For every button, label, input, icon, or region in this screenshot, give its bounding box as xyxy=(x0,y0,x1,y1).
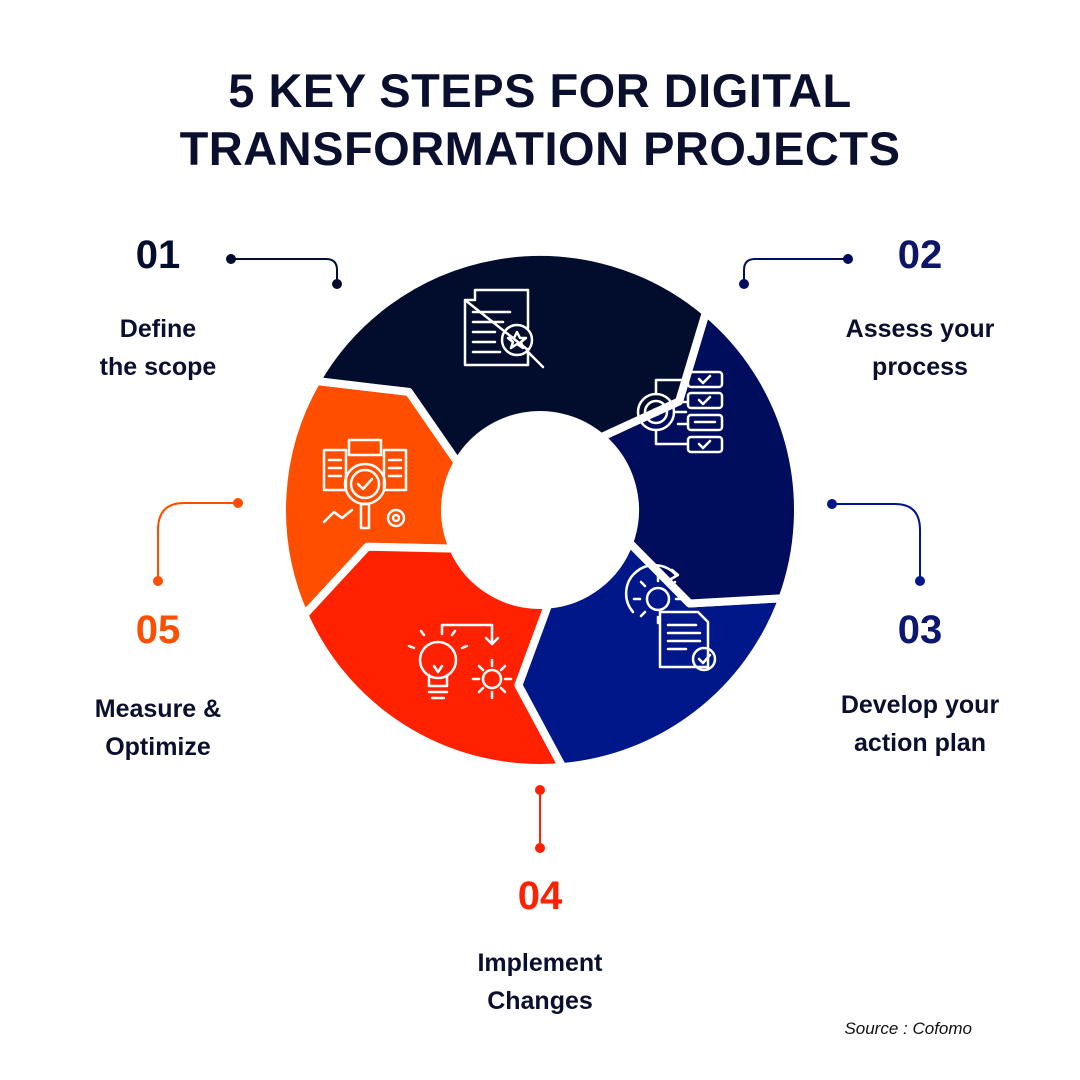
step-01-label: Define the scope xyxy=(38,310,278,386)
label-line: Develop your xyxy=(840,691,1000,719)
document-search-star-icon xyxy=(463,288,545,369)
source-note: Source : Cofomo xyxy=(844,1019,972,1038)
step-05-number: 05 xyxy=(135,608,181,652)
segment-step-02 xyxy=(597,308,802,608)
step-02-label: Assess your process xyxy=(800,310,1040,386)
label-line: the scope xyxy=(99,353,217,381)
step-03-number: 03 xyxy=(897,608,943,652)
label-line: Measure & xyxy=(94,695,222,723)
connector-04 xyxy=(535,785,545,853)
connector-05 xyxy=(153,498,243,586)
connector-01 xyxy=(226,254,342,289)
label-line: Changes xyxy=(487,987,593,1015)
page-title: 5 KEY STEPS FOR DIGITAL TRANSFORMATION P… xyxy=(0,62,1080,178)
segment-step-03 xyxy=(514,538,787,772)
lightbulb-gear-icon xyxy=(407,623,513,700)
connector-02 xyxy=(739,254,853,289)
analysis-magnifier-gear-icon xyxy=(322,438,408,530)
label-line: process xyxy=(872,353,968,381)
label-line: Optimize xyxy=(105,733,211,761)
target-checklist-icon xyxy=(636,370,724,454)
label-line: Implement xyxy=(477,949,603,977)
gear-document-check-icon xyxy=(624,563,717,672)
connector-03 xyxy=(827,499,925,586)
segment-step-01 xyxy=(312,248,710,467)
step-03-label: Develop your action plan xyxy=(800,686,1040,762)
step-05-label: Measure & Optimize xyxy=(38,690,278,766)
title-line-1: 5 KEY STEPS FOR DIGITAL xyxy=(228,64,852,117)
label-line: Assess your xyxy=(845,315,995,343)
segment-step-04 xyxy=(300,542,567,772)
step-04-number: 04 xyxy=(517,874,563,918)
step-02-number: 02 xyxy=(897,233,943,277)
label-line: Define xyxy=(119,315,197,343)
title-line-2: TRANSFORMATION PROJECTS xyxy=(179,122,901,175)
label-line: action plan xyxy=(854,729,986,757)
step-01-number: 01 xyxy=(135,233,181,277)
